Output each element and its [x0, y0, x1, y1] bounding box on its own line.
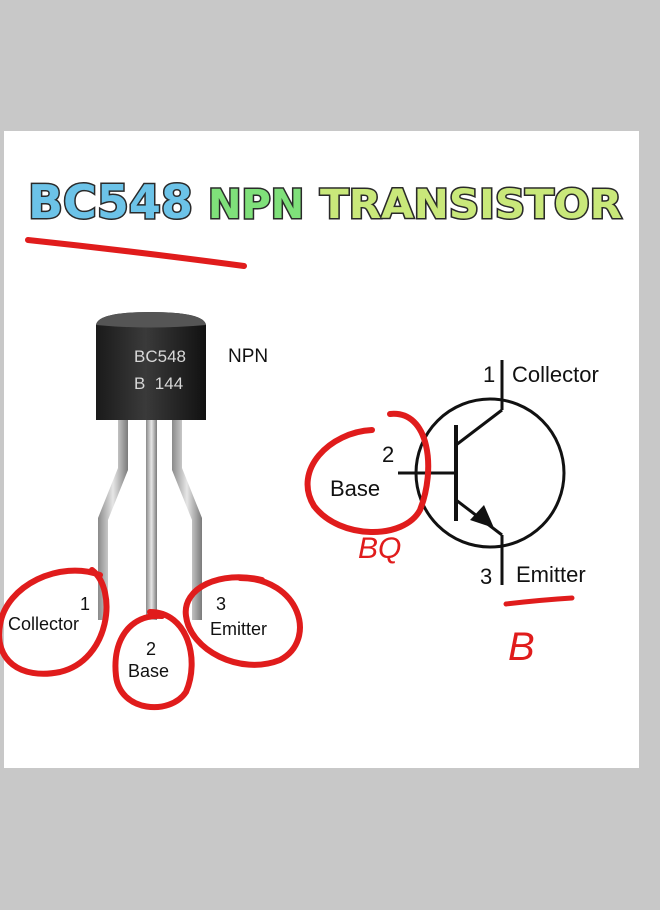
collector-lead	[98, 420, 128, 620]
package-pin2-name: Base	[128, 661, 169, 681]
symbol-emitter-label: Emitter	[516, 562, 586, 587]
npn-symbol	[398, 360, 566, 585]
package-pin2-number: 2	[146, 639, 156, 659]
emitter-lead	[172, 420, 202, 620]
emitter-underline-mark	[503, 595, 575, 607]
title-part-type: NPN	[208, 182, 304, 228]
package-top	[96, 312, 206, 328]
annotation-circle-symbol-base	[304, 410, 432, 535]
to92-package: BC548 B 144	[96, 312, 206, 620]
symbol-collector-line	[455, 408, 503, 447]
title-part-device: TRANSISTOR	[320, 182, 622, 228]
base-lead	[146, 420, 157, 620]
symbol-emitter-number: 3	[480, 564, 492, 589]
title-underline-mark	[25, 237, 247, 269]
symbol-collector-label: Collector	[512, 362, 599, 387]
page-title: BC548 NPN TRANSISTOR	[27, 174, 624, 231]
package-body	[96, 312, 206, 420]
package-pin1-name: Collector	[8, 614, 79, 634]
package-pin3-number: 3	[216, 594, 226, 614]
symbol-collector-number: 1	[483, 362, 495, 387]
title-part-model: BC548	[28, 175, 193, 229]
annotation-circle-base	[112, 609, 195, 710]
package-pin3-name: Emitter	[210, 619, 267, 639]
symbol-base-number: 2	[382, 442, 394, 467]
handwritten-note-1: BQ	[358, 532, 401, 565]
symbol-base-label: Base	[330, 476, 380, 501]
package-type-label: NPN	[228, 346, 268, 367]
package-marking-model: BC548	[134, 347, 186, 366]
annotation-circle-collector	[0, 567, 110, 677]
handwritten-note-2: B	[508, 625, 535, 669]
annotation-circle-emitter	[182, 574, 303, 668]
emitter-arrow-icon	[470, 505, 494, 528]
package-pin1-number: 1	[80, 594, 90, 614]
package-marking-code: B 144	[134, 374, 183, 393]
